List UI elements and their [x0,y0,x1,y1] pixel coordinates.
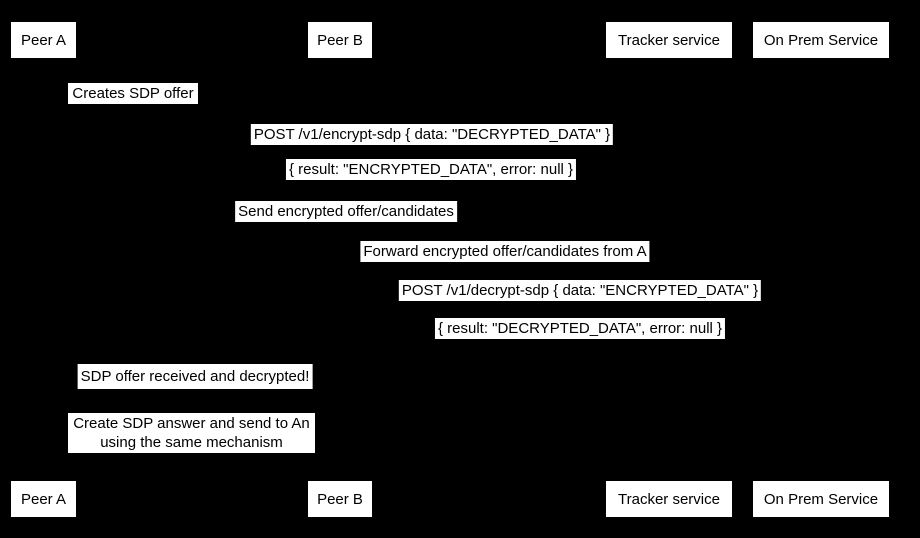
actor-peer-b-top: Peer B [308,22,372,58]
msg-decrypt-result: { result: "DECRYPTED_DATA", error: null … [434,318,726,339]
actor-label: Tracker service [618,490,720,508]
msg-send-encrypted-offer: Send encrypted offer/candidates [235,201,457,222]
actor-label: Peer B [317,31,363,49]
msg-sdp-offer-received: SDP offer received and decrypted! [77,364,313,389]
actor-peer-a-top: Peer A [11,22,76,58]
actor-on-prem-service-top: On Prem Service [753,22,889,58]
actor-label: On Prem Service [763,31,879,49]
actor-tracker-service-top: Tracker service [606,22,732,58]
actor-peer-a-bottom: Peer A [11,481,76,517]
actor-on-prem-service-bottom: On Prem Service [753,481,889,517]
note-line: Create SDP answer and send to An [73,415,310,432]
actor-label: Peer A [20,490,67,508]
actor-peer-b-bottom: Peer B [308,481,372,517]
msg-forward-encrypted-offer: Forward encrypted offer/candidates from … [360,241,650,262]
actor-label: Peer A [20,31,67,49]
actor-label: Peer B [317,490,363,508]
actor-label: Tracker service [618,31,720,49]
msg-post-encrypt-sdp: POST /v1/encrypt-sdp { data: "DECRYPTED_… [250,124,614,145]
actor-tracker-service-bottom: Tracker service [606,481,732,517]
msg-post-decrypt-sdp: POST /v1/decrypt-sdp { data: "ENCRYPTED_… [398,280,762,301]
note-create-sdp-answer: Create SDP answer and send to An using th… [68,413,315,453]
msg-encrypt-result: { result: "ENCRYPTED_DATA", error: null … [285,159,577,180]
note-creates-sdp-offer: Creates SDP offer [68,83,198,104]
note-line: using the same mechanism [100,434,283,451]
actor-label: On Prem Service [763,490,879,508]
